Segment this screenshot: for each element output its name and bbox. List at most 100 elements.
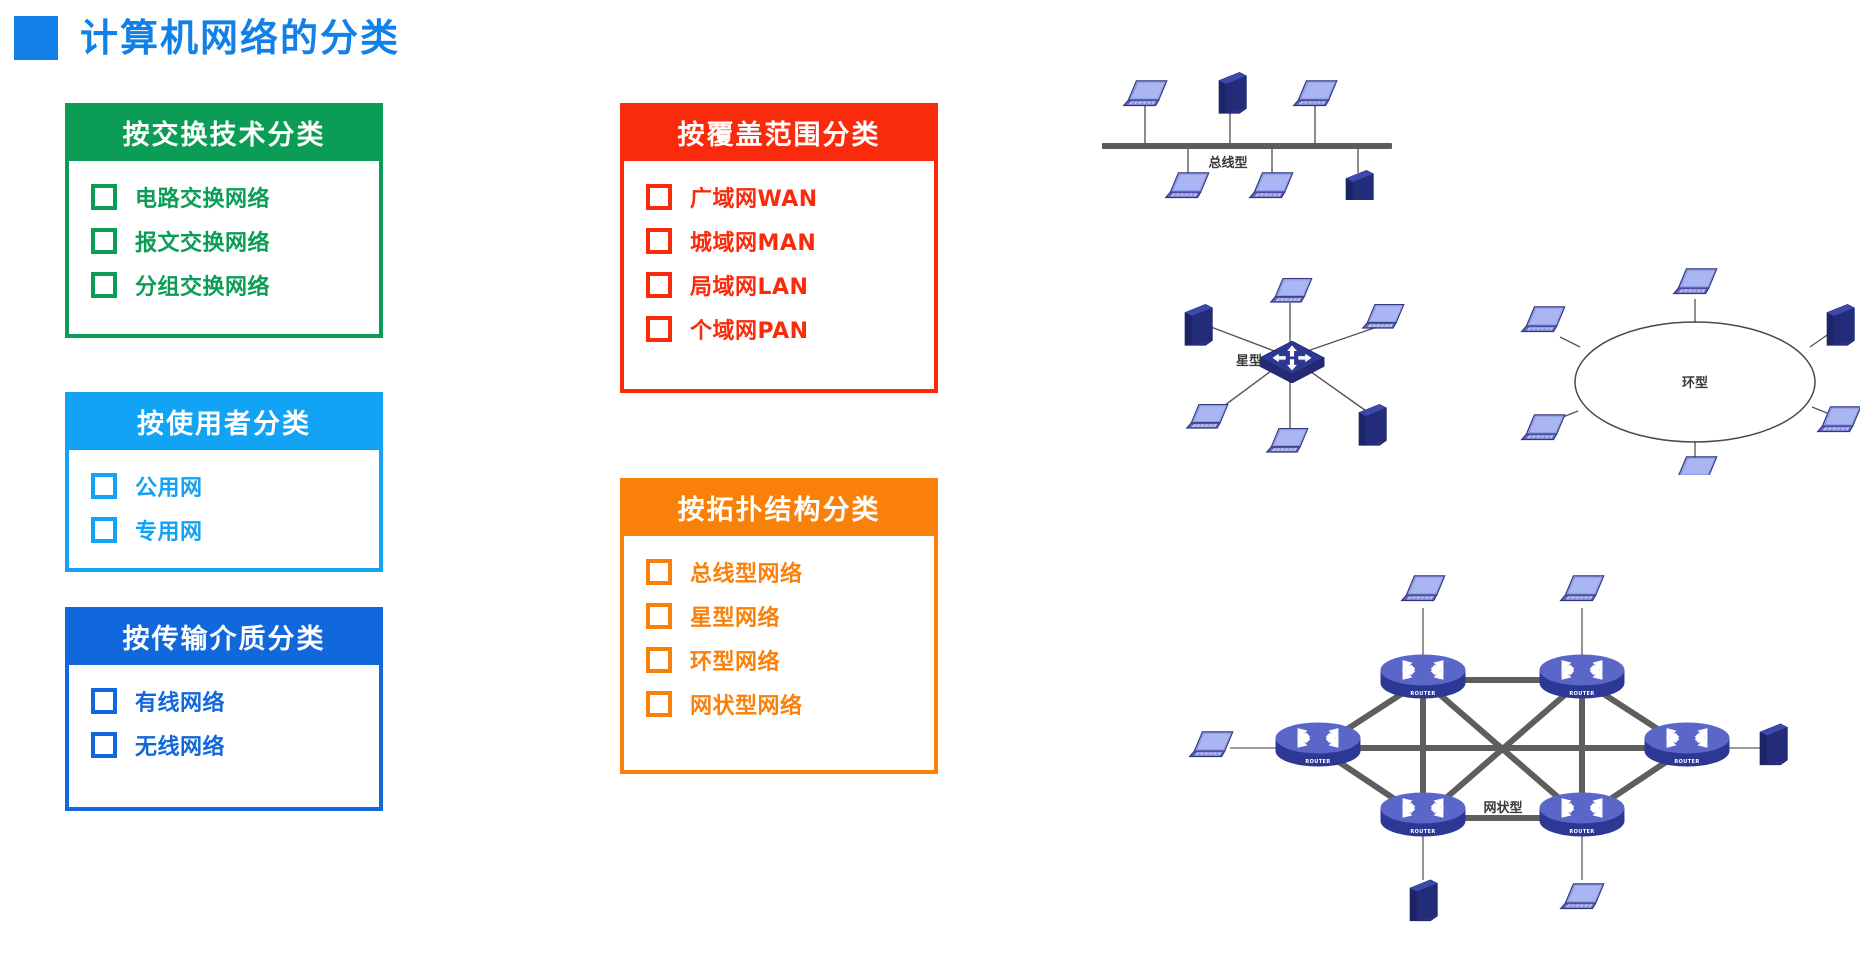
list-item-label: 星型网络 [690,606,781,631]
laptop-icon [1293,80,1338,107]
card-medium-body: 有线网络 无线网络 [65,665,383,811]
router-label: ROUTER [1305,759,1330,765]
list-item[interactable]: 个域网PAN [624,307,934,351]
list-item-label: 分组交换网络 [135,275,271,300]
diagram-bus-topology: 总线型 [1100,55,1440,212]
title-marker-icon [14,16,58,60]
checkbox-icon[interactable] [646,559,672,585]
router-node: ROUTER [1275,722,1361,767]
checkbox-icon[interactable] [646,316,672,342]
list-item[interactable]: 专用网 [69,508,379,552]
laptop-icon [1817,406,1862,433]
checkbox-icon[interactable] [91,184,117,210]
checkbox-icon[interactable] [646,691,672,717]
switch-icon [1259,340,1325,383]
server-icon [1409,879,1438,922]
card-medium: 按传输介质分类 有线网络 无线网络 [65,607,383,811]
laptop-icon [1123,80,1168,107]
laptop-icon [1521,414,1566,441]
card-switching-body: 电路交换网络 报文交换网络 分组交换网络 [65,161,383,338]
list-item[interactable]: 有线网络 [69,679,379,723]
laptop-icon [1249,172,1294,199]
list-item[interactable]: 电路交换网络 [69,175,379,219]
checkbox-icon[interactable] [91,473,117,499]
laptop-icon [1401,575,1446,602]
card-user: 按使用者分类 公用网 专用网 [65,392,383,572]
checkbox-icon[interactable] [91,517,117,543]
checkbox-icon[interactable] [646,603,672,629]
list-item-label: 个域网PAN [690,319,809,344]
laptop-icon [1673,268,1718,295]
server-icon [1358,404,1387,446]
list-item-label: 网状型网络 [690,694,803,719]
checkbox-icon[interactable] [646,228,672,254]
diagram-ring-label: 环型 [1682,375,1708,391]
laptop-icon [1189,731,1234,758]
router-label: ROUTER [1674,759,1699,765]
router-label: ROUTER [1410,829,1435,835]
laptop-icon [1266,427,1309,453]
router-label: ROUTER [1569,691,1594,697]
list-item[interactable]: 无线网络 [69,723,379,767]
laptop-icon [1560,883,1605,910]
laptop-icon [1560,575,1605,602]
laptop-icon [1186,403,1229,429]
checkbox-icon[interactable] [91,688,117,714]
checkbox-icon[interactable] [91,272,117,298]
list-item[interactable]: 城域网MAN [624,219,934,263]
list-item-label: 广域网WAN [690,187,818,212]
server-icon [1184,304,1213,346]
list-item[interactable]: 报文交换网络 [69,219,379,263]
list-item-label: 局域网LAN [690,275,809,300]
router-node: ROUTER [1380,654,1466,699]
server-icon [1826,304,1855,346]
list-item[interactable]: 公用网 [69,464,379,508]
bus-backbone-line [1102,143,1392,149]
router-node: ROUTER [1644,722,1730,767]
checkbox-icon[interactable] [646,647,672,673]
list-item-label: 电路交换网络 [135,187,271,212]
list-item-label: 公用网 [135,476,203,501]
server-icon [1345,170,1374,212]
page-title: 计算机网络的分类 [80,16,401,60]
list-item[interactable]: 网状型网络 [624,682,934,726]
server-icon [1759,723,1788,766]
diagram-mesh-topology: ROUTER ROUTER ROUTER ROUTER ROUTER ROUTE… [1170,560,1790,960]
laptop-icon [1521,306,1566,333]
checkbox-icon[interactable] [646,184,672,210]
card-medium-header: 按传输介质分类 [65,607,383,665]
list-item[interactable]: 分组交换网络 [69,263,379,307]
diagram-star-topology: 星型 [1165,255,1465,475]
checkbox-icon[interactable] [91,228,117,254]
router-label: ROUTER [1410,691,1435,697]
list-item-label: 环型网络 [690,650,781,675]
list-item[interactable]: 总线型网络 [624,550,934,594]
card-coverage-header: 按覆盖范围分类 [620,103,938,161]
card-switching: 按交换技术分类 电路交换网络 报文交换网络 分组交换网络 [65,103,383,338]
list-item-label: 专用网 [135,520,203,545]
list-item[interactable]: 局域网LAN [624,263,934,307]
card-user-body: 公用网 专用网 [65,450,383,572]
card-topology: 按拓扑结构分类 总线型网络 星型网络 环型网络 网状型网络 [620,478,938,774]
list-item[interactable]: 环型网络 [624,638,934,682]
list-item-label: 城域网MAN [690,231,817,256]
list-item[interactable]: 广域网WAN [624,175,934,219]
list-item-label: 总线型网络 [690,562,803,587]
laptop-icon [1673,456,1718,483]
diagram-bus-label: 总线型 [1208,155,1247,171]
diagram-mesh-label: 网状型 [1483,800,1522,816]
card-switching-header: 按交换技术分类 [65,103,383,161]
checkbox-icon[interactable] [646,272,672,298]
list-item-label: 报文交换网络 [135,231,271,256]
list-item[interactable]: 星型网络 [624,594,934,638]
checkbox-icon[interactable] [91,732,117,758]
list-item-label: 无线网络 [135,735,226,760]
laptop-icon [1362,303,1405,329]
router-node: ROUTER [1539,654,1625,699]
card-topology-header: 按拓扑结构分类 [620,478,938,536]
card-coverage-body: 广域网WAN 城域网MAN 局域网LAN 个域网PAN [620,161,938,393]
ring-backbone-ellipse [1574,321,1816,443]
server-icon [1218,72,1247,114]
router-label: ROUTER [1569,829,1594,835]
laptop-icon [1165,172,1210,199]
